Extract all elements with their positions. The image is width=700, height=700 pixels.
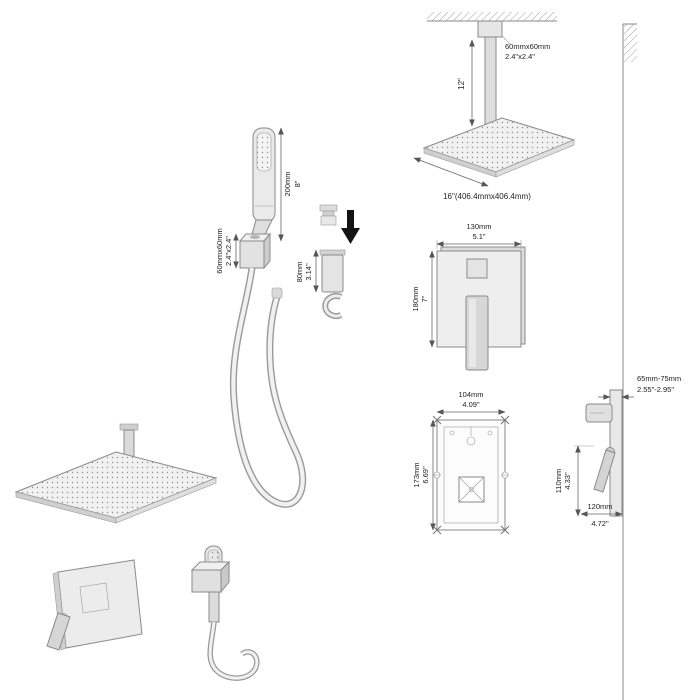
trim-diverter-button xyxy=(466,258,488,279)
cartridge-diagonal xyxy=(458,476,485,503)
rain-head-spray-dots-3d xyxy=(16,452,216,518)
bracket-hole xyxy=(250,235,260,239)
label-trim-width-in: 5.1" xyxy=(472,232,485,241)
trim-handle-highlight xyxy=(469,299,476,367)
label-wall-depth-mm: 65mm-75mm xyxy=(637,374,681,383)
label-wall-depth-in: 2.55"-2.95" xyxy=(637,385,674,394)
inner-screw xyxy=(449,430,455,436)
dim-head-size xyxy=(413,157,489,187)
label-trim-width-mm: 130mm xyxy=(466,222,491,231)
valve-side-view: 65mm-75mm 2.55"-2.95" 110mm 4.33" 120mm … xyxy=(554,374,681,528)
label-side-depth-in: 4.72" xyxy=(591,519,609,528)
wall-hatch xyxy=(624,24,637,62)
handheld-on-bracket xyxy=(190,545,260,681)
label-bracket-mm: 60mmx60mm xyxy=(215,228,224,273)
trim-handle-3d xyxy=(46,612,71,651)
valve-trim-perspective xyxy=(46,559,143,651)
fitting-top xyxy=(319,204,338,212)
label-wand-length-mm: 200mm xyxy=(283,171,292,196)
flange-leader-line xyxy=(501,35,511,45)
corner-screw-x xyxy=(500,525,510,535)
inner-screw xyxy=(487,430,493,436)
wand-spray-dots xyxy=(257,133,271,171)
ceiling-shower-arm xyxy=(484,36,497,133)
ceiling-hatch xyxy=(427,12,557,21)
wall-bracket xyxy=(239,240,265,269)
down-arrow-icon xyxy=(341,210,360,244)
label-trim-height-mm: 180mm xyxy=(411,286,420,311)
bracket-3d-front xyxy=(191,569,222,593)
wall-section xyxy=(622,23,637,700)
rain-head-edge-3d-right xyxy=(115,477,217,524)
label-side-depth-mm: 120mm xyxy=(587,502,612,511)
trim-plate-3d xyxy=(57,559,143,649)
rough-in-valve: 104mm 4.09" 173mm 6.69" xyxy=(412,390,510,535)
shower-hose xyxy=(231,267,305,507)
label-holder-mm: 80mm xyxy=(295,262,304,283)
label-roughin-width-in: 4.09" xyxy=(462,400,480,409)
label-roughin-height-mm: 173mm xyxy=(412,462,421,487)
label-side-height-in: 4.33" xyxy=(563,472,572,490)
hose-3d xyxy=(208,621,259,680)
cartridge-center xyxy=(469,487,474,492)
corner-screw-x xyxy=(500,415,510,425)
label-roughin-width-mm: 104mm xyxy=(458,390,483,399)
bracket-3d-side xyxy=(220,560,230,594)
rain-head-spray-face xyxy=(424,118,574,172)
bracket-side-face xyxy=(263,232,271,270)
label-wand-length-in: 8" xyxy=(293,180,302,187)
label-head-size: 16"(406.4mmx406.4mm) xyxy=(443,192,531,201)
label-holder-in: 3.14" xyxy=(304,263,313,281)
label-side-height-mm: 110mm xyxy=(554,469,563,493)
rain-head-edge-right xyxy=(495,139,575,178)
top-port xyxy=(466,436,476,446)
label-roughin-height-in: 6.69" xyxy=(421,466,430,484)
corner-rain-shower-head xyxy=(14,423,218,524)
side-lever-handle xyxy=(593,449,616,493)
rough-in-box xyxy=(436,419,506,531)
label-ceiling-arm-length: 12" xyxy=(457,78,466,90)
label-bracket-in: 2.4"x2.4" xyxy=(224,236,233,266)
handheld-shower-assembly: 200mm 8" 60mmx60mm 2.4"x2.4" xyxy=(215,127,307,508)
label-ceiling-flange-in: 2.4"x2.4" xyxy=(505,52,535,61)
holder-hook xyxy=(323,294,342,318)
wand-holder-body xyxy=(321,254,344,293)
fitting-bottom xyxy=(320,215,337,226)
corner-screw-x xyxy=(432,415,442,425)
hose-end-fitting xyxy=(271,287,283,299)
fitting-middle xyxy=(322,210,335,217)
ceiling-flange xyxy=(477,20,503,38)
hose-connector-fitting xyxy=(319,204,338,226)
holder-cap xyxy=(319,249,346,256)
label-ceiling-flange-mm: 60mmx60mm xyxy=(505,42,550,51)
head-arm-elbow xyxy=(119,423,139,431)
ceiling-shower-assembly: 12" 60mmx60mm 2.4"x2.4" 16"(406.4mmx406.… xyxy=(413,12,576,201)
valve-trim-front-view: 130mm 5.1" 180mm 7" xyxy=(411,222,526,371)
trim-button-3d xyxy=(79,582,110,614)
label-trim-height-in: 7" xyxy=(420,295,429,302)
wand-holder-assembly: 80mm 3.14" xyxy=(295,249,346,319)
corner-screw-x xyxy=(432,525,442,535)
